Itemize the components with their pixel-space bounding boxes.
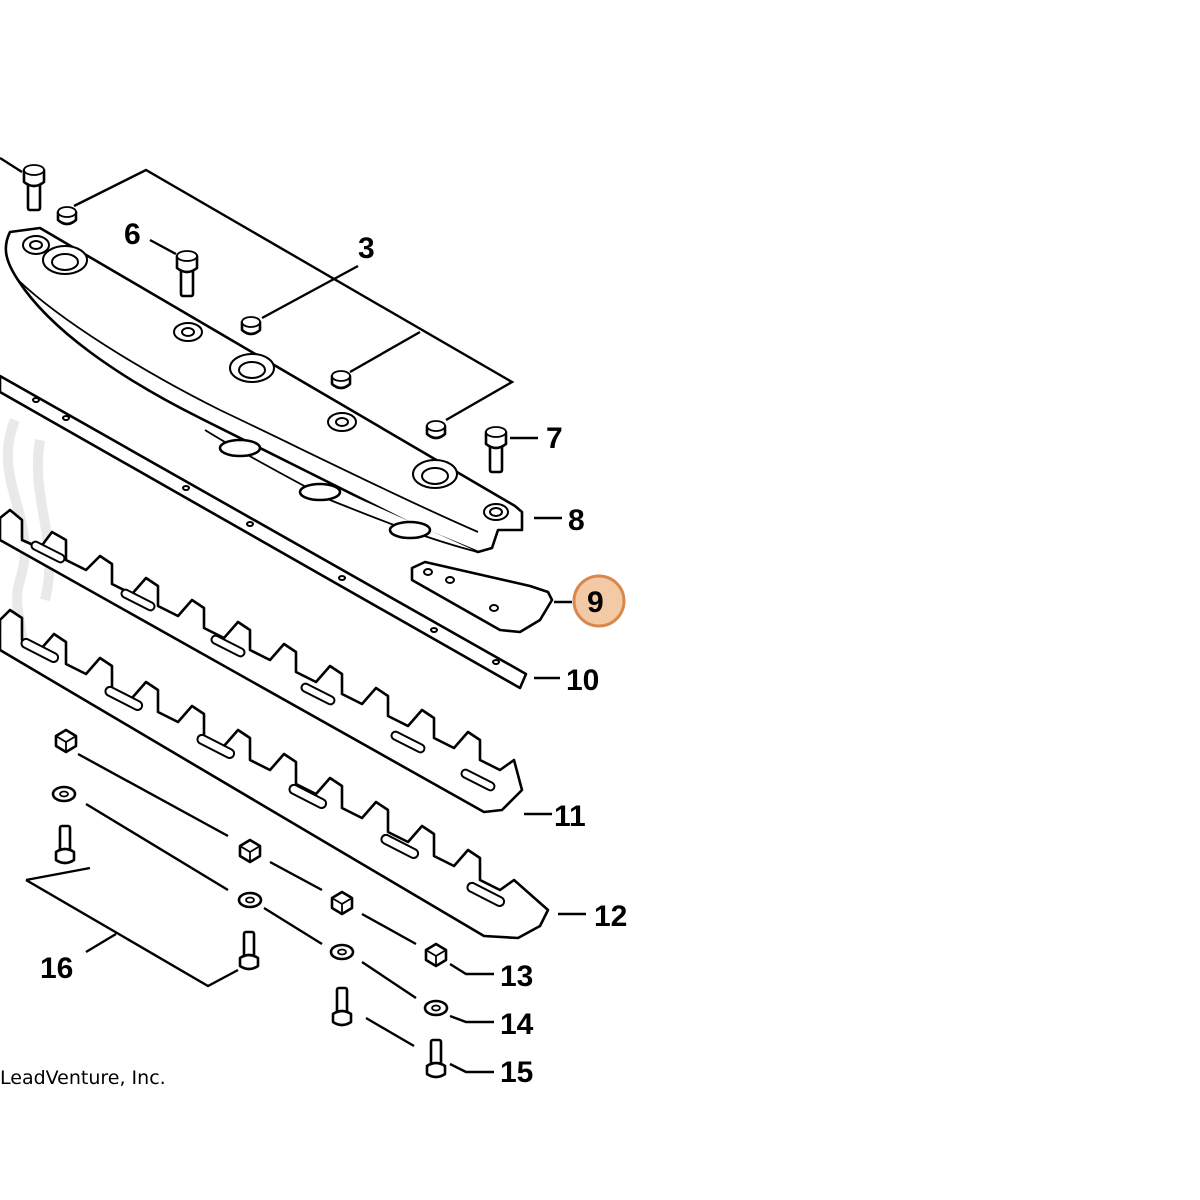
callout-16[interactable]: 16 (40, 952, 73, 985)
part-11-upper-blade (0, 508, 524, 814)
square-nut-icon (330, 890, 354, 916)
square-nut-icon (238, 838, 262, 864)
nut-top-left-icon (56, 206, 78, 226)
copyright-text: LeadVenture, Inc. (0, 1067, 166, 1089)
leader-lines (0, 156, 586, 1074)
bolt-icon (54, 824, 76, 865)
callout-10[interactable]: 10 (566, 664, 599, 697)
callout-9-highlight[interactable]: 9 (572, 574, 626, 628)
part-12-lower-blade (0, 608, 550, 940)
callout-15[interactable]: 15 (500, 1056, 533, 1089)
callout-9[interactable]: 9 (587, 586, 604, 619)
washer-icon (51, 785, 77, 803)
nut-3a-icon (240, 316, 262, 336)
callouts: 6 3 7 8 9 10 11 12 13 14 15 16 (40, 218, 627, 1089)
callout-11[interactable]: 11 (554, 800, 586, 833)
part-8-housing (4, 226, 524, 554)
washer-icon (423, 999, 449, 1017)
screw-6-icon (175, 250, 199, 298)
nut-3c-icon (425, 420, 447, 440)
bolt-icon (238, 930, 260, 971)
square-nut-icon (54, 728, 78, 754)
highlight-ring (572, 574, 626, 628)
callout-8[interactable]: 8 (568, 504, 585, 537)
washer-icon (237, 891, 263, 909)
bolt-icon (331, 986, 353, 1027)
callout-14[interactable]: 14 (500, 1008, 534, 1041)
bolt-icon (425, 1038, 447, 1079)
nut-3b-icon (330, 370, 352, 390)
part-9-guide-plate (410, 560, 554, 634)
square-nut-icon (424, 942, 448, 968)
callout-7[interactable]: 7 (546, 422, 563, 455)
highlight-circle (574, 576, 624, 626)
part-10-support-strip (0, 374, 528, 690)
screw-top-left-icon (22, 164, 46, 212)
screw-7-icon (484, 426, 508, 474)
washer-icon (329, 943, 355, 961)
callout-13[interactable]: 13 (500, 960, 533, 993)
callout-12[interactable]: 12 (594, 900, 627, 933)
callout-3[interactable]: 3 (358, 232, 375, 265)
callout-6[interactable]: 6 (124, 218, 141, 251)
